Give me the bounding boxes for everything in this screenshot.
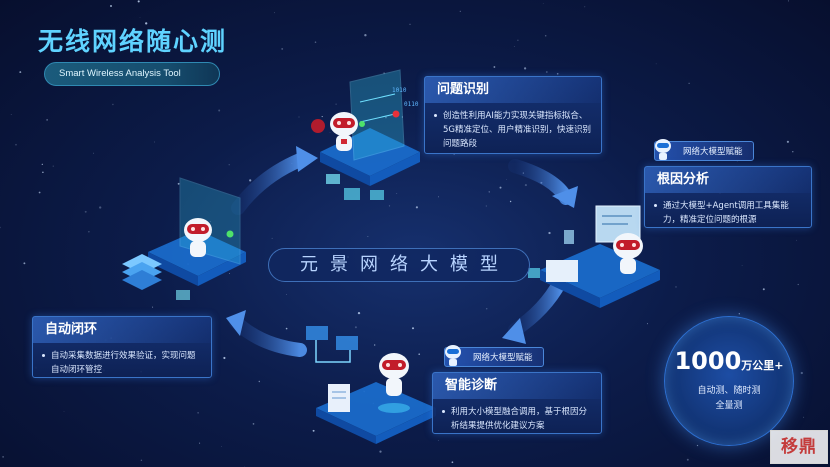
card-root-cause: 根因分析 通过大模型+Agent调用工具集能力，精准定位问题的根源: [644, 166, 812, 228]
card-problem-identification: 问题识别 创造性利用AI能力实现关键指标拟合、5G精准定位、用户精准识别，快速识…: [424, 76, 602, 154]
arrow-head: [296, 146, 318, 172]
server-stack-icon: [122, 254, 162, 290]
arrow-diagnosis-to-closedloop: [229, 315, 307, 357]
scene-identify: 1010 0110: [311, 69, 420, 200]
alarm-icon: [311, 119, 325, 133]
tag-label: 网络大模型赋能: [473, 353, 533, 363]
tag-label: 网络大模型赋能: [683, 147, 743, 157]
mileage-stat: 1000万公里+ 自动测、随时测 全量测: [664, 316, 794, 446]
robot-icon: [613, 233, 643, 274]
card-title: 智能诊断: [433, 373, 601, 399]
card-title: 自动闭环: [33, 317, 211, 343]
model-empower-tag: 网络大模型赋能: [444, 345, 544, 367]
robot-icon: [184, 218, 212, 257]
card-title: 根因分析: [645, 167, 811, 193]
card-title: 问题识别: [425, 77, 601, 103]
svg-text:1010: 1010: [392, 87, 407, 94]
card-closed-loop: 自动闭环 自动采集数据进行效果验证，实现问题自动闭环管控: [32, 316, 212, 378]
scene-closedloop: [122, 177, 246, 300]
scene-diagnosis: [306, 326, 436, 444]
robot-icon: [655, 139, 671, 160]
desk-icon: [546, 260, 578, 282]
stat-value: 1000: [674, 347, 742, 375]
card-text: 创造性利用AI能力实现关键指标拟合、5G精准定位、用户精准识别，快速识别问题路段: [425, 103, 601, 157]
page-title: 无线网络随心测: [38, 27, 228, 56]
arrow-identify-to-rootcause: [508, 159, 573, 205]
robot-icon: [445, 345, 461, 366]
stat-line-2: 全量测: [715, 401, 743, 411]
robot-icon: [330, 112, 358, 151]
model-empower-tag: 网络大模型赋能: [654, 139, 754, 161]
stat-unit: 万公里+: [741, 359, 784, 372]
arrow-head: [226, 310, 246, 336]
card-text: 自动采集数据进行效果验证，实现问题自动闭环管控: [33, 343, 211, 383]
stat-line-1: 自动测、随时测: [697, 386, 761, 396]
scene-rootcause: [528, 205, 660, 308]
card-text: 利用大小模型融合调用，基于根因分析结果提供优化建议方案: [433, 399, 601, 439]
card-diagnosis: 智能诊断 利用大小模型融合调用，基于根因分析结果提供优化建议方案: [432, 372, 602, 434]
watermark-logo: 移鼎: [770, 430, 828, 464]
center-model-label: 元景网络大模型: [268, 248, 530, 282]
arrow-head: [502, 318, 526, 344]
arrow-closedloop-to-identify: [231, 153, 307, 215]
svg-text:0110: 0110: [404, 101, 419, 108]
robot-icon: [379, 353, 409, 396]
subtitle-pill: Smart Wireless Analysis Tool: [44, 62, 220, 86]
arrow-head: [552, 186, 578, 208]
card-text: 通过大模型+Agent调用工具集能力，精准定位问题的根源: [645, 193, 811, 233]
